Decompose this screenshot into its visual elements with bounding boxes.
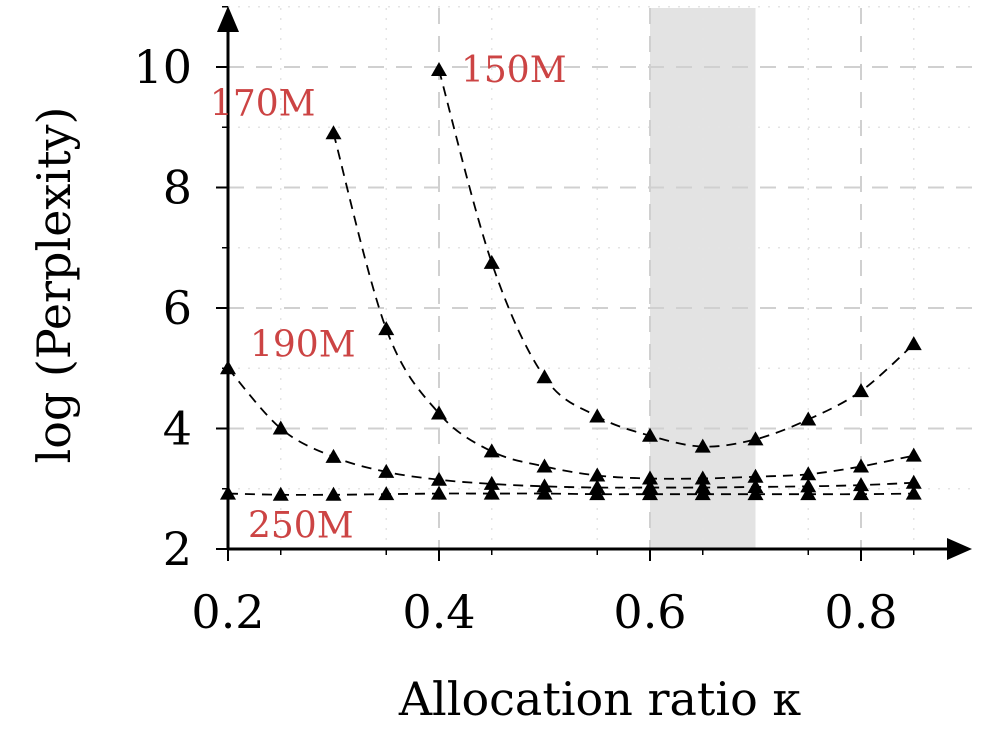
- y-tick-label: 4: [163, 402, 192, 456]
- data-point-marker: [272, 486, 289, 501]
- series-label-150m: 150M: [461, 50, 567, 91]
- data-point-marker: [220, 485, 236, 500]
- data-point-marker: [800, 466, 817, 481]
- data-point-marker: [642, 427, 658, 442]
- data-point-marker: [747, 431, 764, 446]
- data-point-marker: [747, 486, 764, 501]
- data-point-marker: [325, 486, 342, 501]
- series-label-250m: 250M: [248, 506, 354, 547]
- data-point-marker: [589, 467, 606, 482]
- data-point-marker: [220, 360, 236, 375]
- series-label-170m: 170M: [210, 83, 316, 124]
- data-point-marker: [378, 463, 395, 478]
- data-point-marker: [431, 471, 447, 486]
- data-point-marker: [589, 486, 606, 501]
- data-point-marker: [905, 447, 922, 462]
- x-tick-label: 0.6: [613, 585, 686, 639]
- data-point-marker: [853, 477, 869, 492]
- data-point-marker: [483, 475, 500, 490]
- data-point-marker: [536, 458, 553, 473]
- data-point-marker: [642, 486, 658, 501]
- data-point-marker: [431, 405, 447, 420]
- data-point-marker: [853, 383, 869, 398]
- data-point-marker: [536, 478, 553, 493]
- y-axis-title: log (Perplexity): [27, 107, 81, 464]
- y-axis-arrowhead: [217, 6, 239, 32]
- tick-labels: 0.2 0.4 0.6 0.8 2 4 6 8 10: [133, 40, 897, 639]
- data-point-marker: [325, 125, 342, 140]
- series-markers: [220, 62, 922, 501]
- data-point-marker: [800, 478, 817, 493]
- data-point-marker: [431, 485, 447, 500]
- data-point-marker: [853, 486, 869, 501]
- data-point-marker: [483, 254, 500, 269]
- data-point-marker: [694, 470, 711, 485]
- x-axis-arrowhead: [947, 538, 972, 560]
- data-point-marker: [589, 408, 606, 423]
- data-point-marker: [272, 420, 289, 435]
- y-tick-label: 2: [163, 522, 192, 576]
- x-tick-label: 0.4: [402, 585, 475, 639]
- data-point-marker: [905, 485, 922, 500]
- axes: [216, 6, 972, 561]
- series-line-170m: [332, 133, 914, 480]
- data-point-marker: [536, 485, 553, 500]
- data-point-marker: [483, 485, 500, 500]
- data-point-marker: [378, 486, 395, 501]
- x-tick-label: 0.8: [824, 585, 897, 639]
- y-tick-label: 10: [133, 40, 192, 94]
- data-point-marker: [747, 468, 764, 483]
- data-point-marker: [431, 62, 447, 77]
- x-axis-title: Allocation ratio κ: [398, 672, 802, 726]
- series-label-190m: 190M: [250, 324, 356, 365]
- x-tick-label: 0.2: [191, 585, 264, 639]
- y-tick-label: 8: [163, 161, 192, 215]
- data-point-marker: [325, 448, 342, 463]
- data-point-marker: [378, 321, 395, 336]
- series-labels: 150M 170M 190M 250M: [210, 50, 567, 547]
- data-point-marker: [853, 458, 869, 473]
- y-tick-label: 6: [163, 281, 192, 335]
- data-point-marker: [905, 336, 922, 351]
- data-point-marker: [694, 486, 711, 501]
- data-point-marker: [747, 478, 764, 493]
- data-point-marker: [694, 438, 711, 453]
- data-point-marker: [483, 443, 500, 458]
- data-point-marker: [800, 411, 817, 426]
- data-point-marker: [905, 474, 922, 489]
- data-point-marker: [536, 369, 553, 384]
- data-point-marker: [642, 470, 658, 485]
- data-point-marker: [800, 486, 817, 501]
